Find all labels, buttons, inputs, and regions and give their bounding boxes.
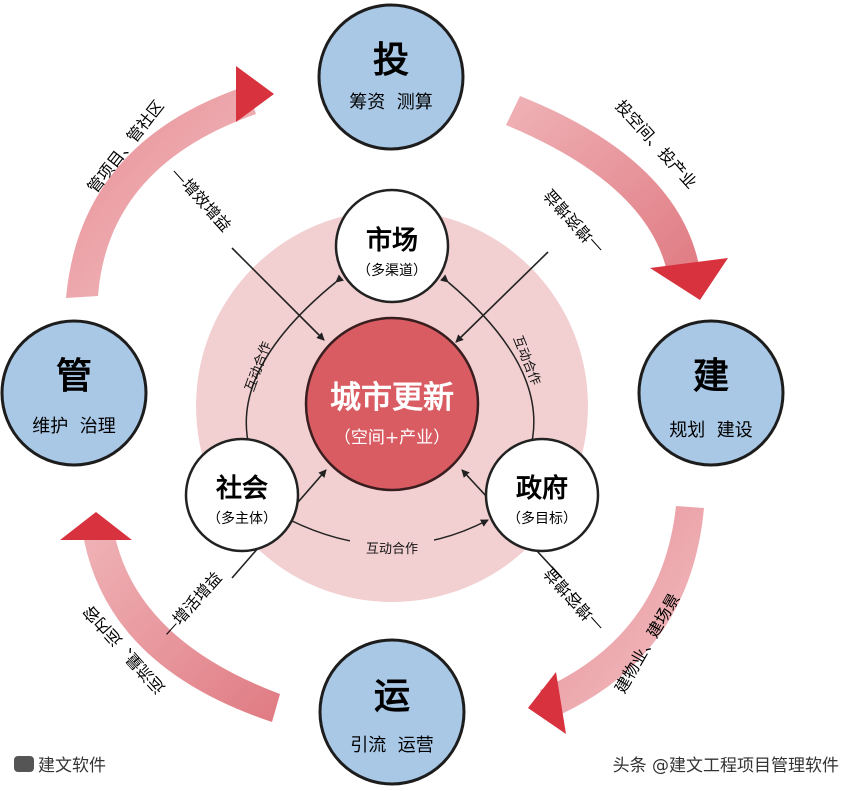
- gain-label-operate: —增活增益: [158, 568, 226, 640]
- coop-label-bottom: 互动合作: [366, 542, 418, 557]
- watermark-left: 建文软件: [14, 756, 106, 776]
- market-node: 市场 （多渠道）: [334, 188, 450, 304]
- arrow-manage-to-invest: [66, 66, 274, 298]
- watermark-right: 头条 @建文工程项目管理软件: [613, 756, 839, 776]
- government-node: 政府 （多目标）: [484, 437, 600, 553]
- arrow-operate-to-manage: [60, 512, 280, 722]
- invest-node: 投 筹资 测算: [317, 3, 465, 151]
- society-subtitle: （多主体）: [207, 510, 277, 527]
- operate-title: 运: [374, 675, 410, 717]
- operate-subtitle: 引流 运营: [350, 735, 433, 756]
- market-subtitle: （多渠道）: [357, 262, 427, 279]
- coop-arc-right: [440, 274, 536, 451]
- build-title: 建: [693, 355, 729, 397]
- invest-subtitle: 筹资 测算: [349, 92, 432, 113]
- manage-node: 管 维护 治理: [0, 319, 148, 467]
- center-title: 城市更新: [330, 380, 454, 416]
- center-subtitle: （空间+产业）: [334, 428, 450, 448]
- gain-label-build: —增容增益: [540, 564, 608, 636]
- manage-subtitle: 维护 治理: [32, 416, 115, 437]
- svg-text:建文软件: 建文软件: [38, 756, 106, 776]
- society-node: 社会 （多主体）: [184, 437, 300, 553]
- coop-arc-left: [244, 274, 344, 451]
- arrow-invest-to-build: [506, 96, 728, 300]
- market-title: 市场: [366, 225, 418, 256]
- manage-title: 管: [56, 355, 92, 397]
- invest-title: 投: [373, 39, 409, 81]
- gain-label-manage: —增效增益: [167, 163, 235, 235]
- build-node: 建 规划 建设: [637, 319, 785, 467]
- gain-label-invest: —增资增益: [540, 186, 608, 258]
- arrow-build-to-operate: [528, 506, 704, 734]
- government-title: 政府: [516, 473, 568, 504]
- build-subtitle: 规划 建设: [669, 420, 752, 441]
- government-subtitle: （多目标）: [507, 510, 577, 527]
- center-node: 城市更新 （空间+产业）: [304, 316, 480, 492]
- society-title: 社会: [216, 473, 268, 504]
- brand-logo-icon: [14, 756, 34, 772]
- operate-node: 运 引流 运营: [318, 638, 466, 786]
